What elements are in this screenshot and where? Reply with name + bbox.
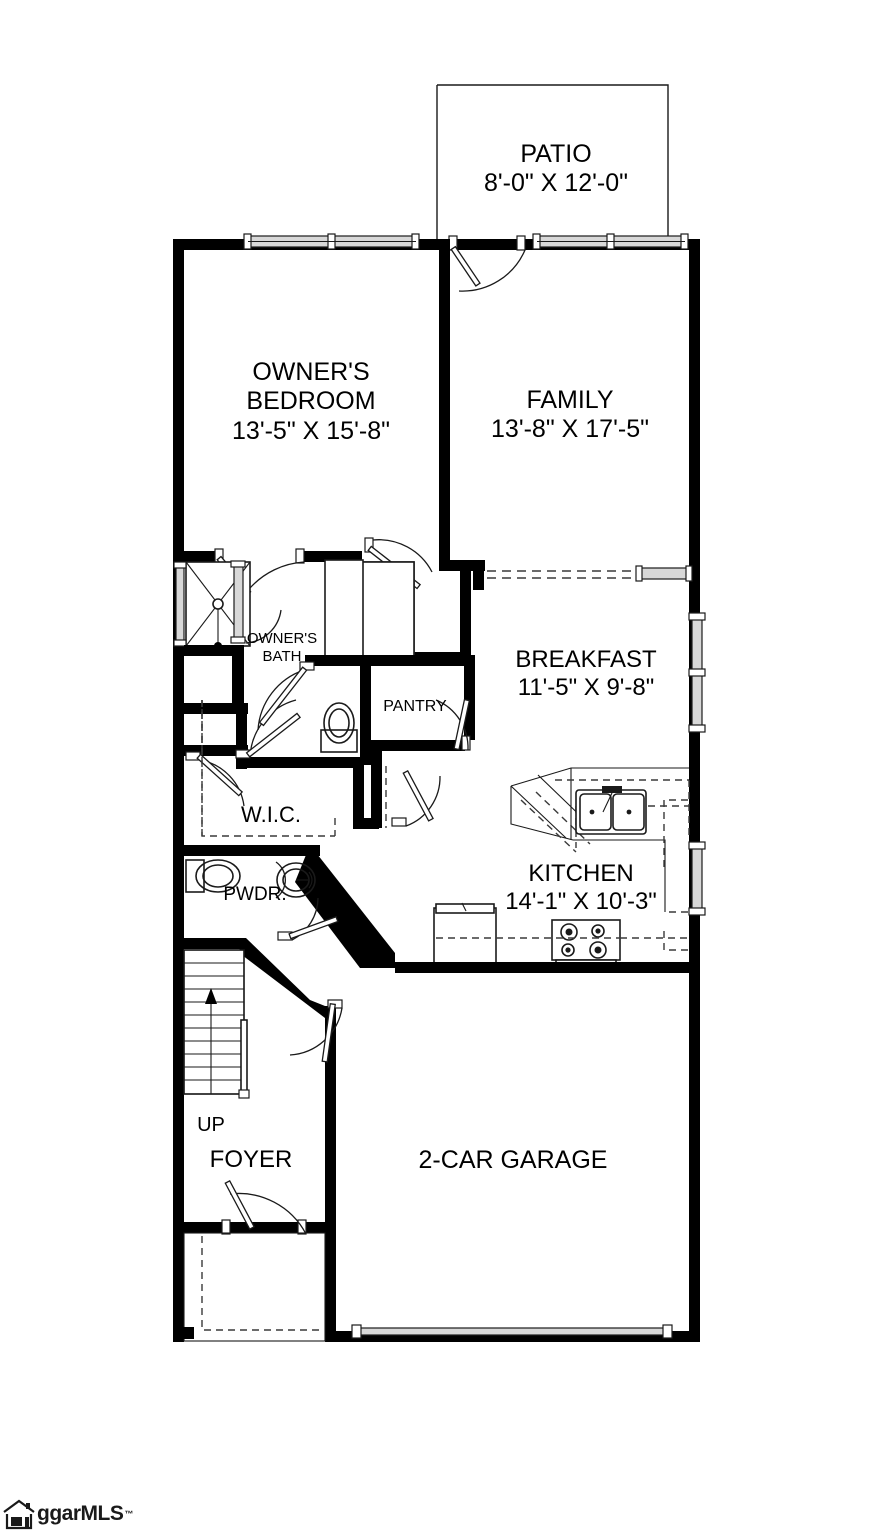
garage-name: 2-CAR GARAGE (418, 1146, 608, 1174)
room-label-owners-bath: OWNER'S BATH (247, 630, 317, 665)
wic-name: W.I.C. (241, 802, 301, 827)
room-label-powder: PWDR. (223, 884, 286, 906)
room-label-patio: PATIO 8'-0" X 12'-0" (484, 140, 628, 199)
window-group-top (243, 233, 689, 250)
owners-bath-name-line1: OWNER'S (246, 630, 318, 647)
door-wic (185, 751, 245, 807)
door-kitchen-hall (391, 769, 441, 827)
watermark: ggarMLS ™ (2, 1498, 133, 1530)
garage-door (351, 1324, 673, 1339)
fixture-shower (173, 560, 282, 707)
fixture-sink-powder (275, 861, 316, 899)
fixture-toilet-powder (185, 859, 241, 893)
owners-bedroom-name-line2: BEDROOM (246, 387, 376, 416)
family-name: FAMILY (526, 386, 614, 414)
door-garage-entry (289, 999, 343, 1063)
watermark-trademark: ™ (124, 1509, 133, 1519)
window-group-right (688, 612, 706, 916)
family-dimensions: 13'-8" X 17'-5" (491, 415, 649, 444)
ceiling-beam-line (487, 565, 693, 582)
powder-name: PWDR. (223, 884, 287, 905)
kitchen-name: KITCHEN (528, 860, 634, 887)
owners-bedroom-dimensions: 13'-5" X 15'-8" (232, 416, 390, 445)
interior-walls-bath-wic (184, 655, 475, 829)
room-outline-patio (436, 84, 669, 240)
room-label-garage: 2-CAR GARAGE (419, 1146, 608, 1175)
pantry-name: PANTRY (383, 698, 447, 715)
fixture-toilet-owners-bath (320, 702, 358, 753)
door-front-entry (221, 1179, 307, 1235)
foyer-name: FOYER (209, 1146, 293, 1173)
door-powder (277, 897, 339, 941)
interior-walls-powder (184, 845, 395, 1018)
kitchen-counters (510, 767, 690, 951)
breakfast-name: BREAKFAST (515, 646, 657, 673)
stairs-up (183, 949, 250, 1099)
appliance-refrigerator (433, 902, 689, 969)
door-pantry (435, 698, 471, 751)
room-label-pantry: PANTRY (383, 698, 446, 717)
watermark-text: ggarMLS (37, 1502, 124, 1525)
house-icon (3, 1499, 35, 1530)
room-label-breakfast: BREAKFAST 11'-5" X 9'-8" (515, 646, 656, 702)
patio-dimensions: 8'-0" X 12'-0" (483, 169, 629, 198)
breakfast-dimensions: 11'-5" X 9'-8" (517, 674, 655, 702)
room-label-kitchen: KITCHEN 14'-1" X 10'-3" (505, 860, 657, 916)
room-label-family: FAMILY 13'-8" X 17'-5" (491, 386, 649, 445)
room-label-owners-bedroom: OWNER'S BEDROOM 13'-5" X 15'-8" (232, 358, 390, 446)
owners-bath-name-line2: BATH (262, 647, 302, 665)
front-porch (182, 1232, 326, 1342)
owners-bedroom-name-line1: OWNER'S (252, 358, 370, 386)
patio-name: PATIO (520, 140, 592, 168)
kitchen-dimensions: 14'-1" X 10'-3" (505, 888, 657, 916)
fixture-kitchen-sink (575, 786, 647, 835)
room-label-foyer: FOYER (210, 1146, 293, 1174)
fixture-double-vanity (324, 559, 415, 665)
appliance-range (551, 919, 621, 967)
stair-direction-label: UP (197, 1114, 225, 1137)
shelving-wic (201, 700, 336, 837)
room-label-wic: W.I.C. (241, 802, 301, 828)
door-wc (257, 661, 315, 731)
wall-kitchen-garage (395, 962, 700, 973)
stair-direction-text: UP (197, 1114, 225, 1136)
